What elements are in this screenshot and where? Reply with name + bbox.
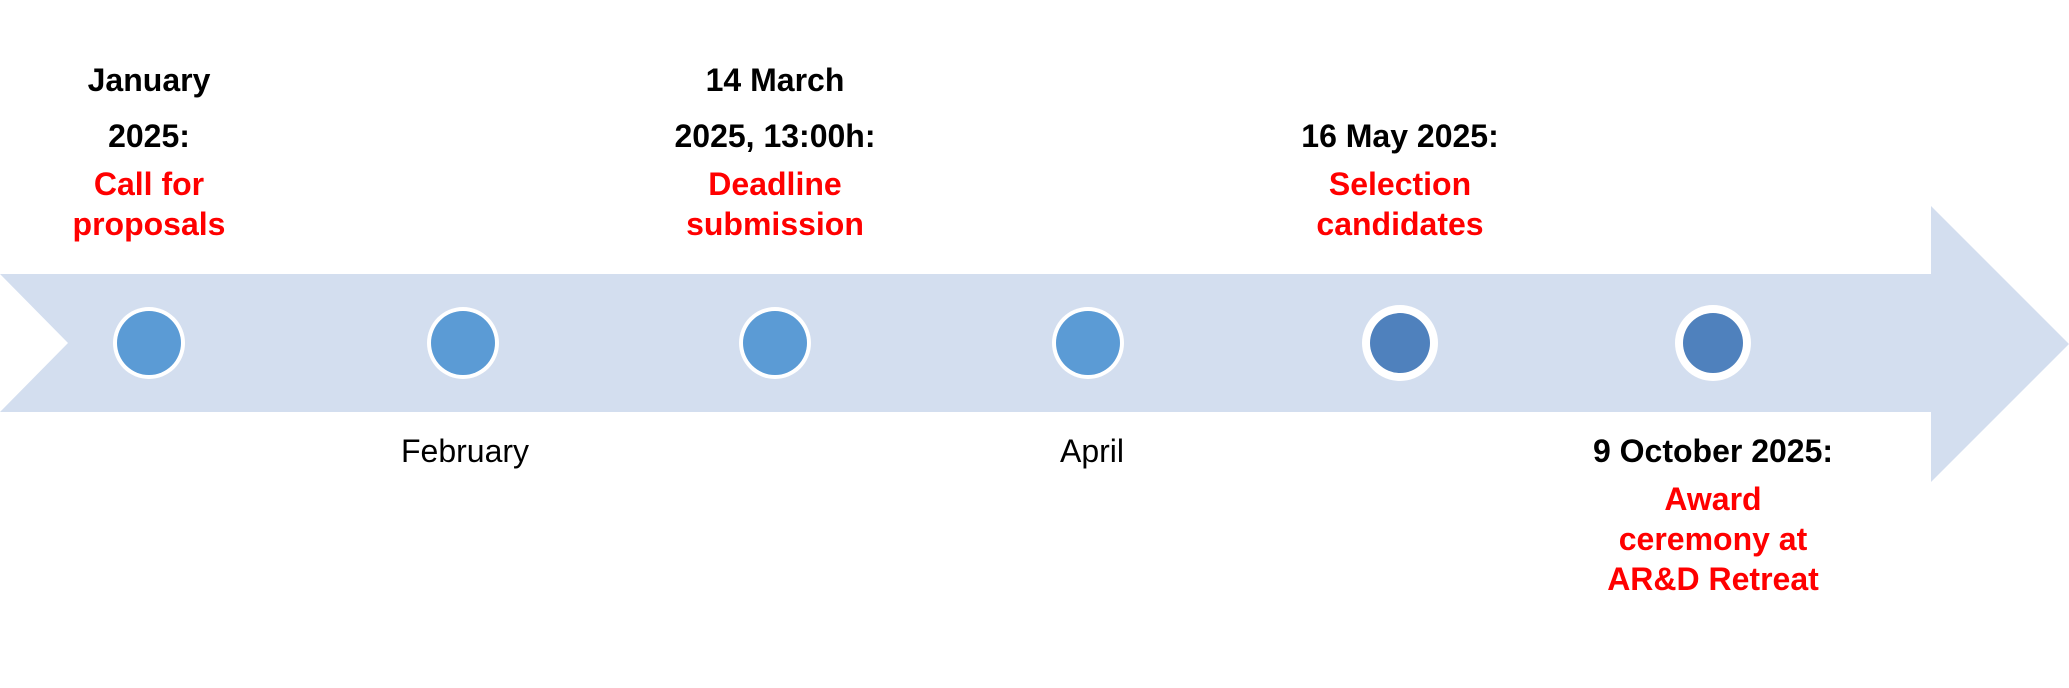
- milestone-event: Selection: [1328, 166, 1472, 202]
- milestone-event: ceremony at: [1618, 521, 1808, 557]
- milestone-event: proposals: [72, 206, 226, 242]
- month-label-april: April: [1059, 433, 1125, 469]
- milestone-event: Award: [1664, 481, 1762, 517]
- milestone-event: Call for: [93, 166, 205, 202]
- timeline-marker: [1370, 313, 1430, 373]
- milestone-october: 9 October 2025: Award ceremony at AR&D R…: [1593, 423, 1833, 599]
- milestone-date: January: [87, 62, 211, 98]
- milestone-january: January 2025: Call for proposals: [73, 52, 226, 244]
- milestone-event: AR&D Retreat: [1607, 561, 1819, 597]
- timeline-markers: [113, 305, 1751, 381]
- timeline-marker: [1056, 311, 1120, 375]
- milestone-may: 16 May 2025: Selection candidates: [1301, 108, 1498, 244]
- timeline-marker: [431, 311, 495, 375]
- timeline-marker: [1683, 313, 1743, 373]
- milestone-event: submission: [686, 206, 864, 242]
- milestone-date: 2025:: [108, 118, 190, 154]
- milestone-event: Deadline: [708, 166, 842, 202]
- month-label-february: February: [400, 433, 530, 469]
- milestone-event: candidates: [1316, 206, 1484, 242]
- timeline-arrow-body: [0, 206, 2069, 482]
- milestone-date: 16 May 2025:: [1301, 118, 1499, 154]
- timeline-marker: [743, 311, 807, 375]
- milestone-date: 9 October 2025:: [1592, 433, 1834, 469]
- milestone-march: 14 March 2025, 13:00h: Deadline submissi…: [674, 52, 875, 244]
- milestone-date: 14 March: [705, 62, 845, 98]
- milestone-date: 2025, 13:00h:: [674, 118, 876, 154]
- timeline-marker: [117, 311, 181, 375]
